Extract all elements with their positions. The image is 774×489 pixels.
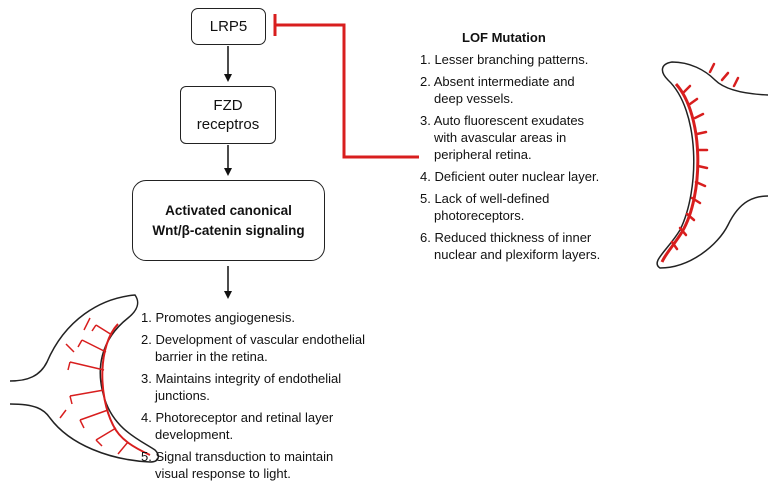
wnt-effect-4: 4. Photoreceptor and retinal layer devel… [141,410,334,442]
lrp5-label: LRP5 [209,18,248,35]
wnt-effect-3: 3. Maintains integrity of endothelial ju… [141,371,342,403]
lof-retina-drawing [656,61,769,269]
lof-item-2: 2. Absent intermediate and deep vessels. [420,74,575,106]
lrp5-box: LRP5 [191,8,266,45]
lof-item-3: 3. Auto fluorescent exudates with avascu… [420,113,585,162]
wnt-signaling-box: Activated canonical Wnt/β-catenin signal… [132,180,325,261]
lof-mutation-list: 1. Lesser branching patterns. 2. Absent … [420,51,640,268]
fzd-receptors-box: FZD receptros [180,86,276,144]
healthy-retina-drawing [9,294,160,463]
wnt-label-line2: Wnt/β-catenin signaling [152,222,305,238]
lof-item-6: 6. Reduced thickness of inner nuclear an… [420,230,601,262]
wnt-effects-list: 1. Promotes angiogenesis. 2. Development… [141,309,366,487]
inhibition-connector [273,14,419,159]
lof-item-5: 5. Lack of well-defined photoreceptors. [420,191,550,223]
lof-item-1: 1. Lesser branching patterns. [420,52,589,67]
wnt-label-line1: Activated canonical [165,202,292,218]
lof-mutation-title: LOF Mutation [462,30,546,45]
fzd-label-line1: FZD [213,97,243,114]
lof-item-4: 4. Deficient outer nuclear layer. [420,169,600,184]
wnt-effect-1: 1. Promotes angiogenesis. [141,310,295,325]
wnt-effect-2: 2. Development of vascular endothelial b… [141,332,366,364]
fzd-label-line2: receptros [196,116,260,133]
wnt-effect-5: 5. Signal transduction to maintain visua… [141,449,334,481]
